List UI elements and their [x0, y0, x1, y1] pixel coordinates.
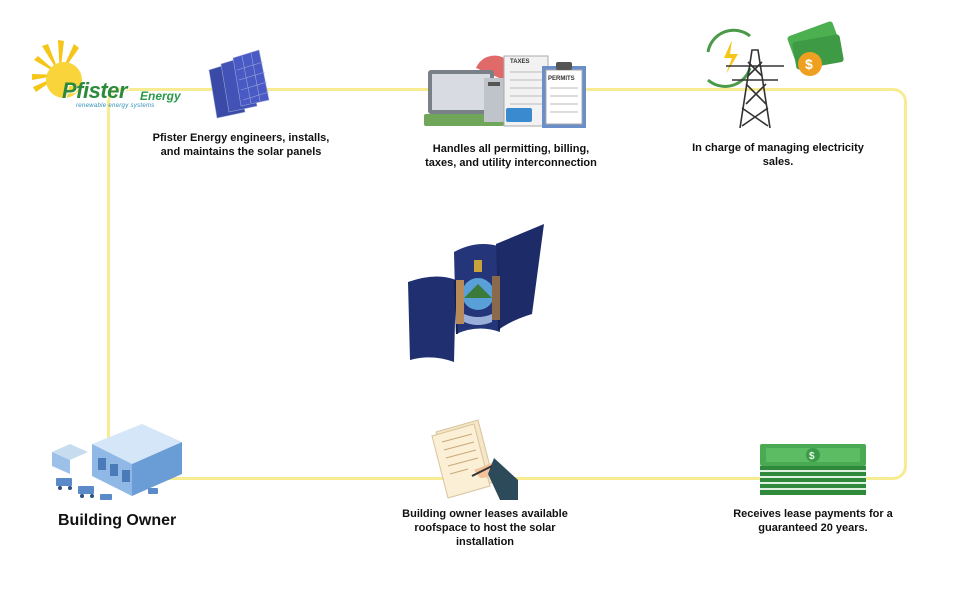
lease-contract-icon — [431, 419, 518, 500]
solar-panels-icon — [208, 49, 270, 119]
logo-brand: Pfister — [62, 78, 127, 103]
caption-payments: Receives lease payments for a guaranteed… — [733, 508, 893, 534]
logo-brand-suffix: Energy — [140, 89, 181, 103]
maine-flag-icon — [408, 224, 544, 362]
cash-stack-icon: $ — [760, 444, 866, 495]
paperwork-icon: TAXES PERMITS — [424, 55, 586, 128]
caption-engineering: Pfister Energy engineers, installs, and … — [152, 132, 330, 158]
sun-logo-icon — [32, 40, 82, 98]
power-tower-icon: $ — [706, 21, 844, 129]
warehouse-icon — [52, 424, 182, 500]
svg-text:$: $ — [809, 451, 815, 462]
permits-doc-label: PERMITS — [548, 76, 575, 82]
caption-lease: Building owner leases available roofspac… — [402, 508, 568, 548]
taxes-doc-label: TAXES — [510, 59, 530, 65]
svg-text:$: $ — [805, 56, 813, 72]
owner-label: Building Owner — [58, 512, 177, 529]
caption-sales: In charge of managing electricity sales. — [692, 142, 864, 168]
caption-permitting: Handles all permitting, billing, taxes, … — [425, 143, 597, 169]
logo-tagline: renewable energy systems — [76, 103, 155, 109]
